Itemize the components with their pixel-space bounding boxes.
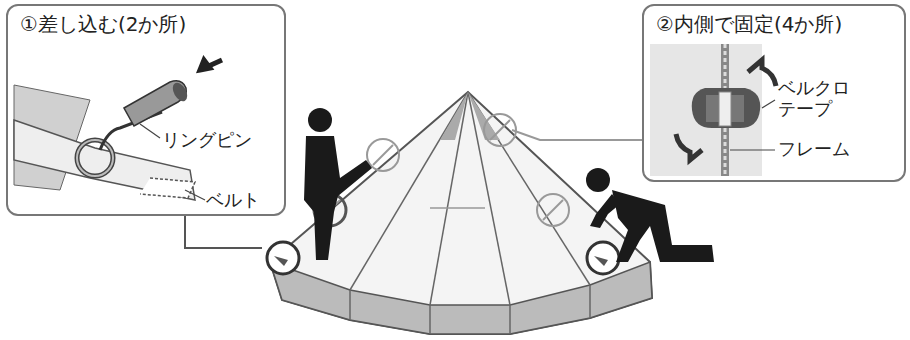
arrow-down xyxy=(676,134,702,160)
ring xyxy=(77,140,113,176)
panel xyxy=(650,44,762,176)
callout-box: ②内側で固定(4か所) xyxy=(642,4,906,182)
velcro-tape xyxy=(692,88,760,128)
leader xyxy=(762,100,775,108)
part-label: ベルクロ テープ xyxy=(778,78,863,119)
tent xyxy=(270,92,652,334)
callout-leader xyxy=(512,130,642,140)
leader xyxy=(140,124,160,138)
leader xyxy=(185,190,205,200)
markers xyxy=(267,114,619,274)
tent-seams xyxy=(350,92,590,334)
part-label: フレーム xyxy=(778,139,850,160)
belt-end xyxy=(140,178,195,198)
person-kneeling xyxy=(586,168,714,262)
callout-title: ②内側で固定(4か所) xyxy=(644,6,854,42)
pole-end xyxy=(170,80,190,103)
arrow-up xyxy=(748,60,776,86)
leader xyxy=(730,149,775,150)
part-label: ベルト xyxy=(206,190,260,211)
part-label: リングピン xyxy=(162,130,252,151)
person-standing xyxy=(304,108,372,260)
insert-arrow xyxy=(200,60,222,70)
ring-shine xyxy=(77,140,113,176)
callout-box: ①差し込む(2か所) xyxy=(6,4,286,216)
callout-leader xyxy=(185,214,262,248)
frame-front xyxy=(719,92,731,126)
callout-title: ①差し込む(2か所) xyxy=(8,6,198,42)
